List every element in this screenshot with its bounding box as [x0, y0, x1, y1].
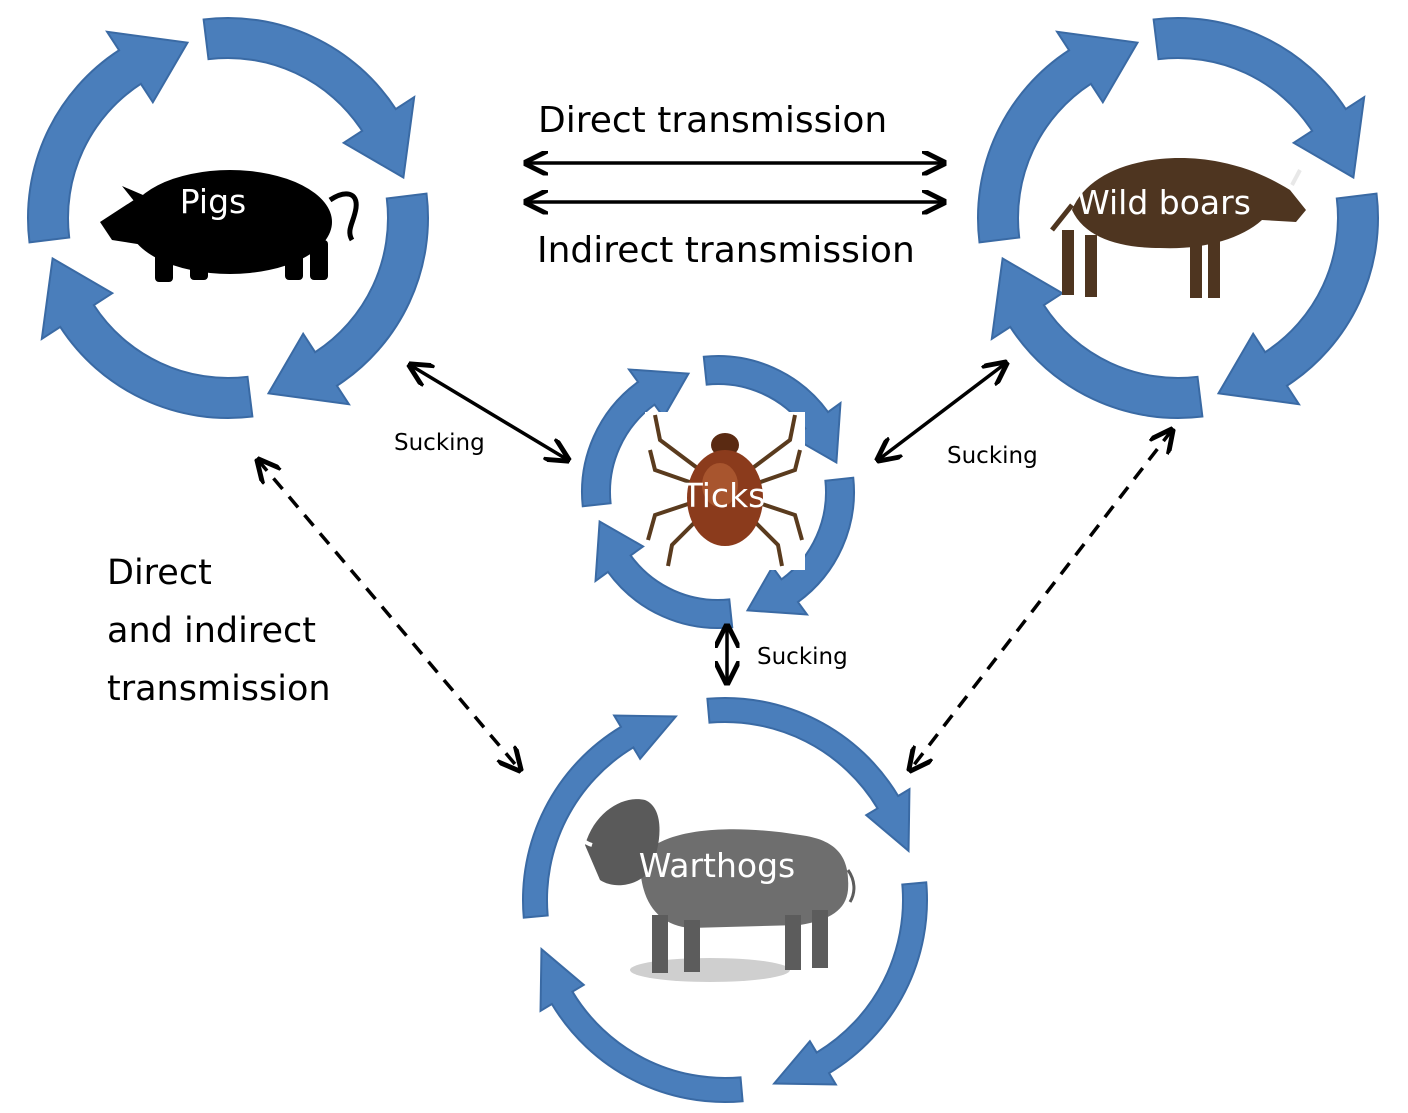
label-direct-transmission: Direct transmission — [538, 100, 887, 141]
pigs-ticks-sucking-arrow — [410, 365, 568, 460]
host-label-pigs: Pigs — [180, 182, 246, 221]
boars-ticks-sucking-arrow — [878, 363, 1006, 460]
pig-silhouette-icon — [100, 170, 359, 282]
pigs-warthogs-dashed-arrow — [258, 460, 520, 770]
cycle-arrow-segment — [990, 256, 1204, 419]
cycle-arrow-segment — [40, 256, 254, 419]
label-sucking-pigs-ticks: Sucking — [394, 430, 485, 456]
host-label-wild-boars: Wild boars — [1077, 183, 1251, 222]
warthog-icon — [578, 799, 856, 982]
tick-icon — [645, 412, 805, 570]
label-direct-indirect-line1: Direct — [107, 553, 212, 593]
cycle-arrow-segment — [27, 30, 190, 244]
cycle-arrow-segment — [1152, 17, 1366, 180]
wild-boar-icon — [1050, 158, 1306, 298]
cycle-arrow-segment — [706, 697, 911, 853]
label-direct-indirect-line3: transmission — [107, 669, 331, 709]
cycle-arrow-segment — [581, 368, 691, 508]
cycle-arrow-segment — [522, 714, 678, 919]
pigs-cycle-arrows — [27, 17, 429, 419]
boars-warthogs-dashed-arrow — [910, 430, 1172, 770]
cycle-arrow-segment — [745, 476, 855, 616]
wild-boars-cycle-arrows — [977, 17, 1379, 419]
label-indirect-transmission: Indirect transmission — [537, 230, 915, 271]
ticks-cycle-arrows — [581, 355, 855, 629]
cycle-arrow-segment — [202, 17, 416, 180]
cycle-arrow-segment — [702, 355, 842, 465]
label-sucking-ticks-warthogs: Sucking — [757, 644, 848, 670]
label-direct-indirect-line2: and indirect — [107, 611, 316, 651]
label-sucking-boars-ticks: Sucking — [947, 443, 1038, 469]
connection-arrows — [258, 163, 1172, 770]
cycle-arrow-segment — [977, 30, 1140, 244]
warthogs-cycle-arrows — [522, 697, 928, 1103]
host-label-ticks: Ticks — [682, 476, 766, 515]
cycle-arrow-segment — [266, 192, 429, 406]
cycle-arrow-segment — [539, 947, 744, 1103]
cycle-arrow-segment — [594, 519, 734, 629]
cycle-arrow-segment — [772, 881, 928, 1086]
cycle-arrow-segment — [1216, 192, 1379, 406]
host-label-warthogs: Warthogs — [639, 846, 796, 885]
